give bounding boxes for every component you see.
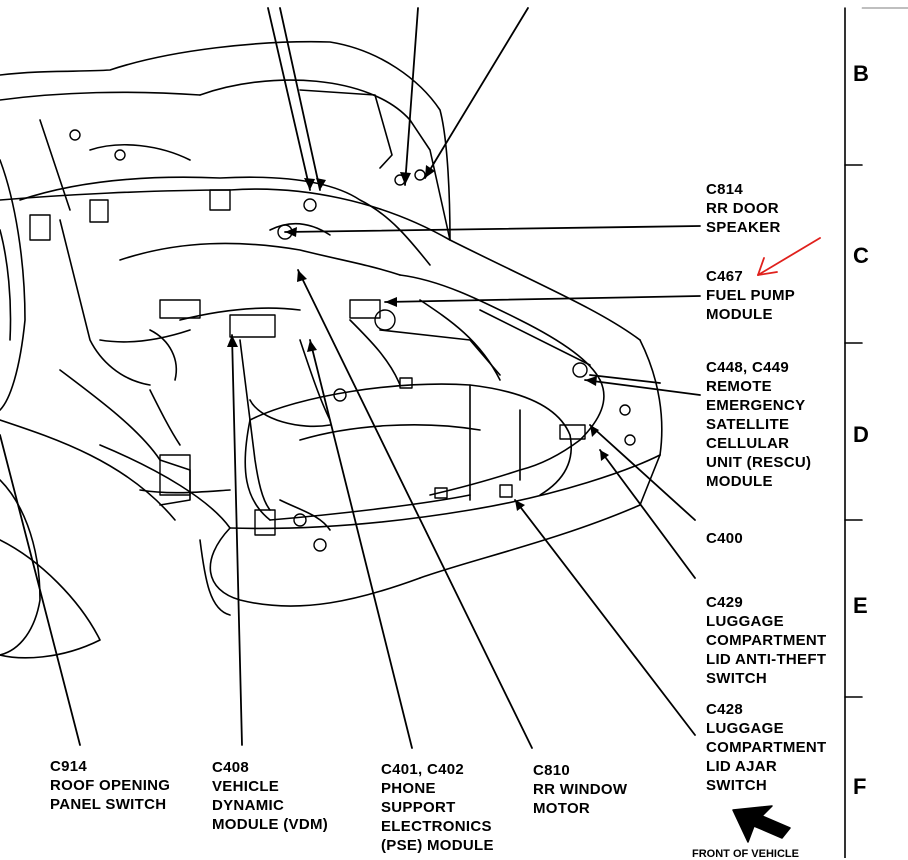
callout-c401: C401, C402 PHONE SUPPORT ELECTRONICS (PS… [381, 760, 494, 855]
callout-line: MODULE [706, 473, 773, 490]
arrowheads [227, 165, 609, 511]
annotation-arrow [757, 237, 821, 276]
leader-lines [0, 7, 701, 749]
callout-c429: C429 LUGGAGE COMPARTMENT LID ANTI-THEFT … [706, 593, 827, 688]
zone-label-e: E [853, 593, 868, 618]
callout-line: SWITCH [706, 670, 767, 687]
callout-line: FUEL PUMP [706, 287, 796, 304]
callout-line: VEHICLE [212, 778, 280, 795]
zone-label-b: B [853, 61, 869, 86]
callout-line: C429 [706, 594, 744, 611]
callout-line: REMOTE [706, 378, 772, 395]
callout-c467: C467 FUEL PUMP MODULE [706, 267, 795, 324]
callout-line: CELLULAR [706, 435, 790, 452]
callout-line: C428 [706, 701, 744, 718]
callout-line: ROOF OPENING [50, 777, 171, 794]
callout-line: LID ANTI-THEFT [706, 651, 827, 668]
callout-line: LUGGAGE [706, 720, 784, 737]
callout-line: MODULE (VDM) [212, 816, 329, 833]
callout-line: PHONE [381, 780, 436, 797]
zone-label-f: F [853, 774, 867, 799]
callout-line: COMPARTMENT [706, 632, 827, 649]
callout-line: RR WINDOW [533, 781, 628, 798]
callout-line: EMERGENCY [706, 397, 806, 414]
callout-line: C814 [706, 181, 744, 198]
callout-line: C810 [533, 762, 571, 779]
callout-line: LID AJAR [706, 758, 778, 775]
callout-line: COMPARTMENT [706, 739, 827, 756]
vehicle-outline [0, 40, 663, 659]
callout-c428: C428 LUGGAGE COMPARTMENT LID AJAR SWITCH [706, 700, 827, 795]
callout-line: SUPPORT [381, 799, 456, 816]
front-of-vehicle-label: FRONT OF VEHICLE [692, 848, 799, 860]
callout-line: PANEL SWITCH [50, 796, 167, 813]
callout-c914: C914 ROOF OPENING PANEL SWITCH [50, 757, 170, 814]
callout-line: C448, C449 [706, 359, 790, 376]
callout-c810: C810 RR WINDOW MOTOR [533, 761, 627, 818]
callout-line: C408 [212, 759, 250, 776]
callout-line: SATELLITE [706, 416, 790, 433]
callout-line: C401, C402 [381, 761, 465, 778]
callout-c448: C448, C449 REMOTE EMERGENCY SATELLITE CE… [706, 358, 811, 491]
zone-label-d: D [853, 422, 869, 447]
callout-line: DYNAMIC [212, 797, 285, 814]
callout-line: C914 [50, 758, 88, 775]
front-arrow-icon [732, 805, 791, 843]
callout-line: LUGGAGE [706, 613, 784, 630]
callout-line: RR DOOR [706, 200, 779, 217]
callout-line: SPEAKER [706, 219, 781, 236]
callout-c400: C400 [706, 529, 743, 548]
callout-c814: C814 RR DOOR SPEAKER [706, 180, 781, 237]
callout-line: C467 [706, 268, 744, 285]
callout-line: ELECTRONICS [381, 818, 492, 835]
callout-c408: C408 VEHICLE DYNAMIC MODULE (VDM) [212, 758, 328, 834]
callout-line: MODULE [706, 306, 773, 323]
callout-line: (PSE) MODULE [381, 837, 494, 854]
zone-label-c: C [853, 243, 869, 268]
connectors [29, 129, 636, 552]
callout-line: C400 [706, 530, 744, 547]
callout-line: SWITCH [706, 777, 767, 794]
callout-line: UNIT (RESCU) [706, 454, 812, 471]
callout-line: MOTOR [533, 800, 591, 817]
